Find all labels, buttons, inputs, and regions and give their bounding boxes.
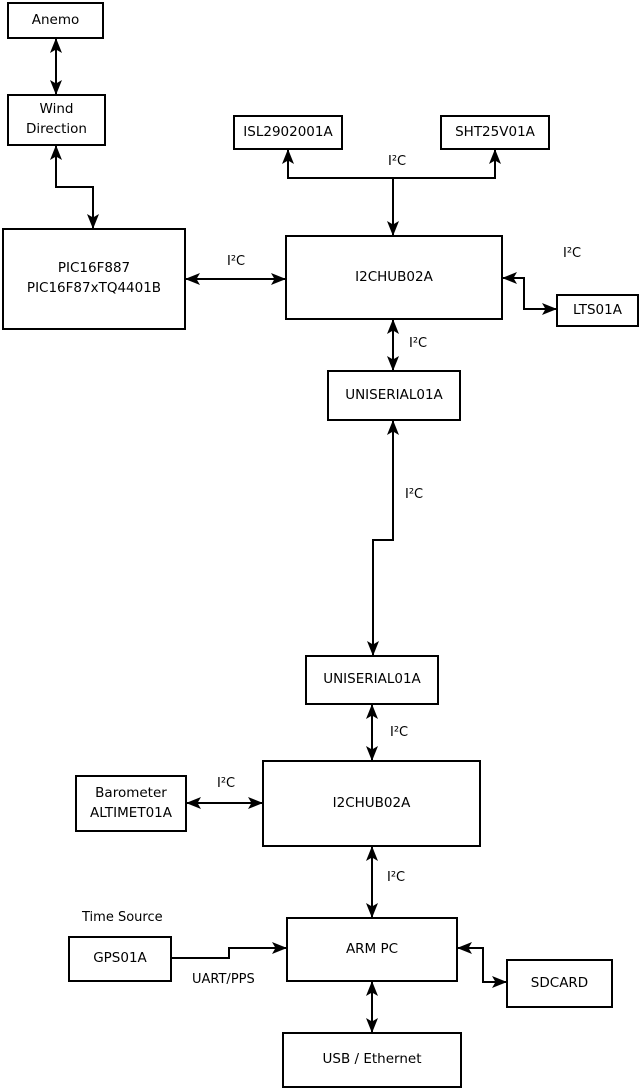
node-wind-direction: Wind Direction (7, 94, 106, 146)
edge-uniserial1-uniserial2 (367, 420, 399, 656)
node-barometer: Barometer ALTIMET01A (75, 775, 187, 832)
node-sdcard: SDCARD (506, 959, 613, 1008)
label-i2c-pic-hub1: I²C (227, 254, 246, 269)
edge-gps-armpc (172, 942, 287, 959)
edge-armpc-sdcard (457, 942, 507, 988)
label-i2c-hub1-uniserial1: I²C (409, 336, 428, 351)
node-arm-pc: ARM PC (286, 917, 458, 982)
node-gps: GPS01A (68, 936, 172, 982)
edge-hub1-isl-sht (282, 149, 501, 179)
node-i2c-hub-1: I2CHUB02A (285, 235, 503, 320)
label-i2c-uniserial2-hub2: I²C (390, 725, 409, 740)
label-i2c-hub1-sensors: I²C (388, 154, 407, 169)
node-isl2902001a: ISL2902001A (233, 115, 343, 150)
node-lts01a: LTS01A (556, 294, 639, 327)
label-i2c-barometer-hub2: I²C (217, 776, 236, 791)
label-uart-pps: UART/PPS (192, 972, 255, 987)
edge-wind-pic (50, 145, 99, 229)
edge-hub1-lts (502, 272, 557, 315)
node-i2c-hub-2: I2CHUB02A (262, 760, 481, 847)
node-uniserial-1: UNISERIAL01A (327, 370, 461, 421)
label-i2c-hub2-armpc: I²C (387, 870, 406, 885)
label-time-source: Time Source (82, 910, 163, 925)
label-i2c-uniserial1-uniserial2: I²C (405, 487, 424, 502)
node-usb-ethernet: USB / Ethernet (282, 1032, 462, 1088)
node-uniserial-2: UNISERIAL01A (305, 655, 439, 705)
node-pic-microcontroller: PIC16F887 PIC16F87xTQ4401B (2, 228, 186, 330)
node-anemometer: Anemo (7, 2, 104, 39)
node-sht25v01a: SHT25V01A (440, 115, 550, 150)
label-i2c-hub1-lts: I²C (563, 246, 582, 261)
